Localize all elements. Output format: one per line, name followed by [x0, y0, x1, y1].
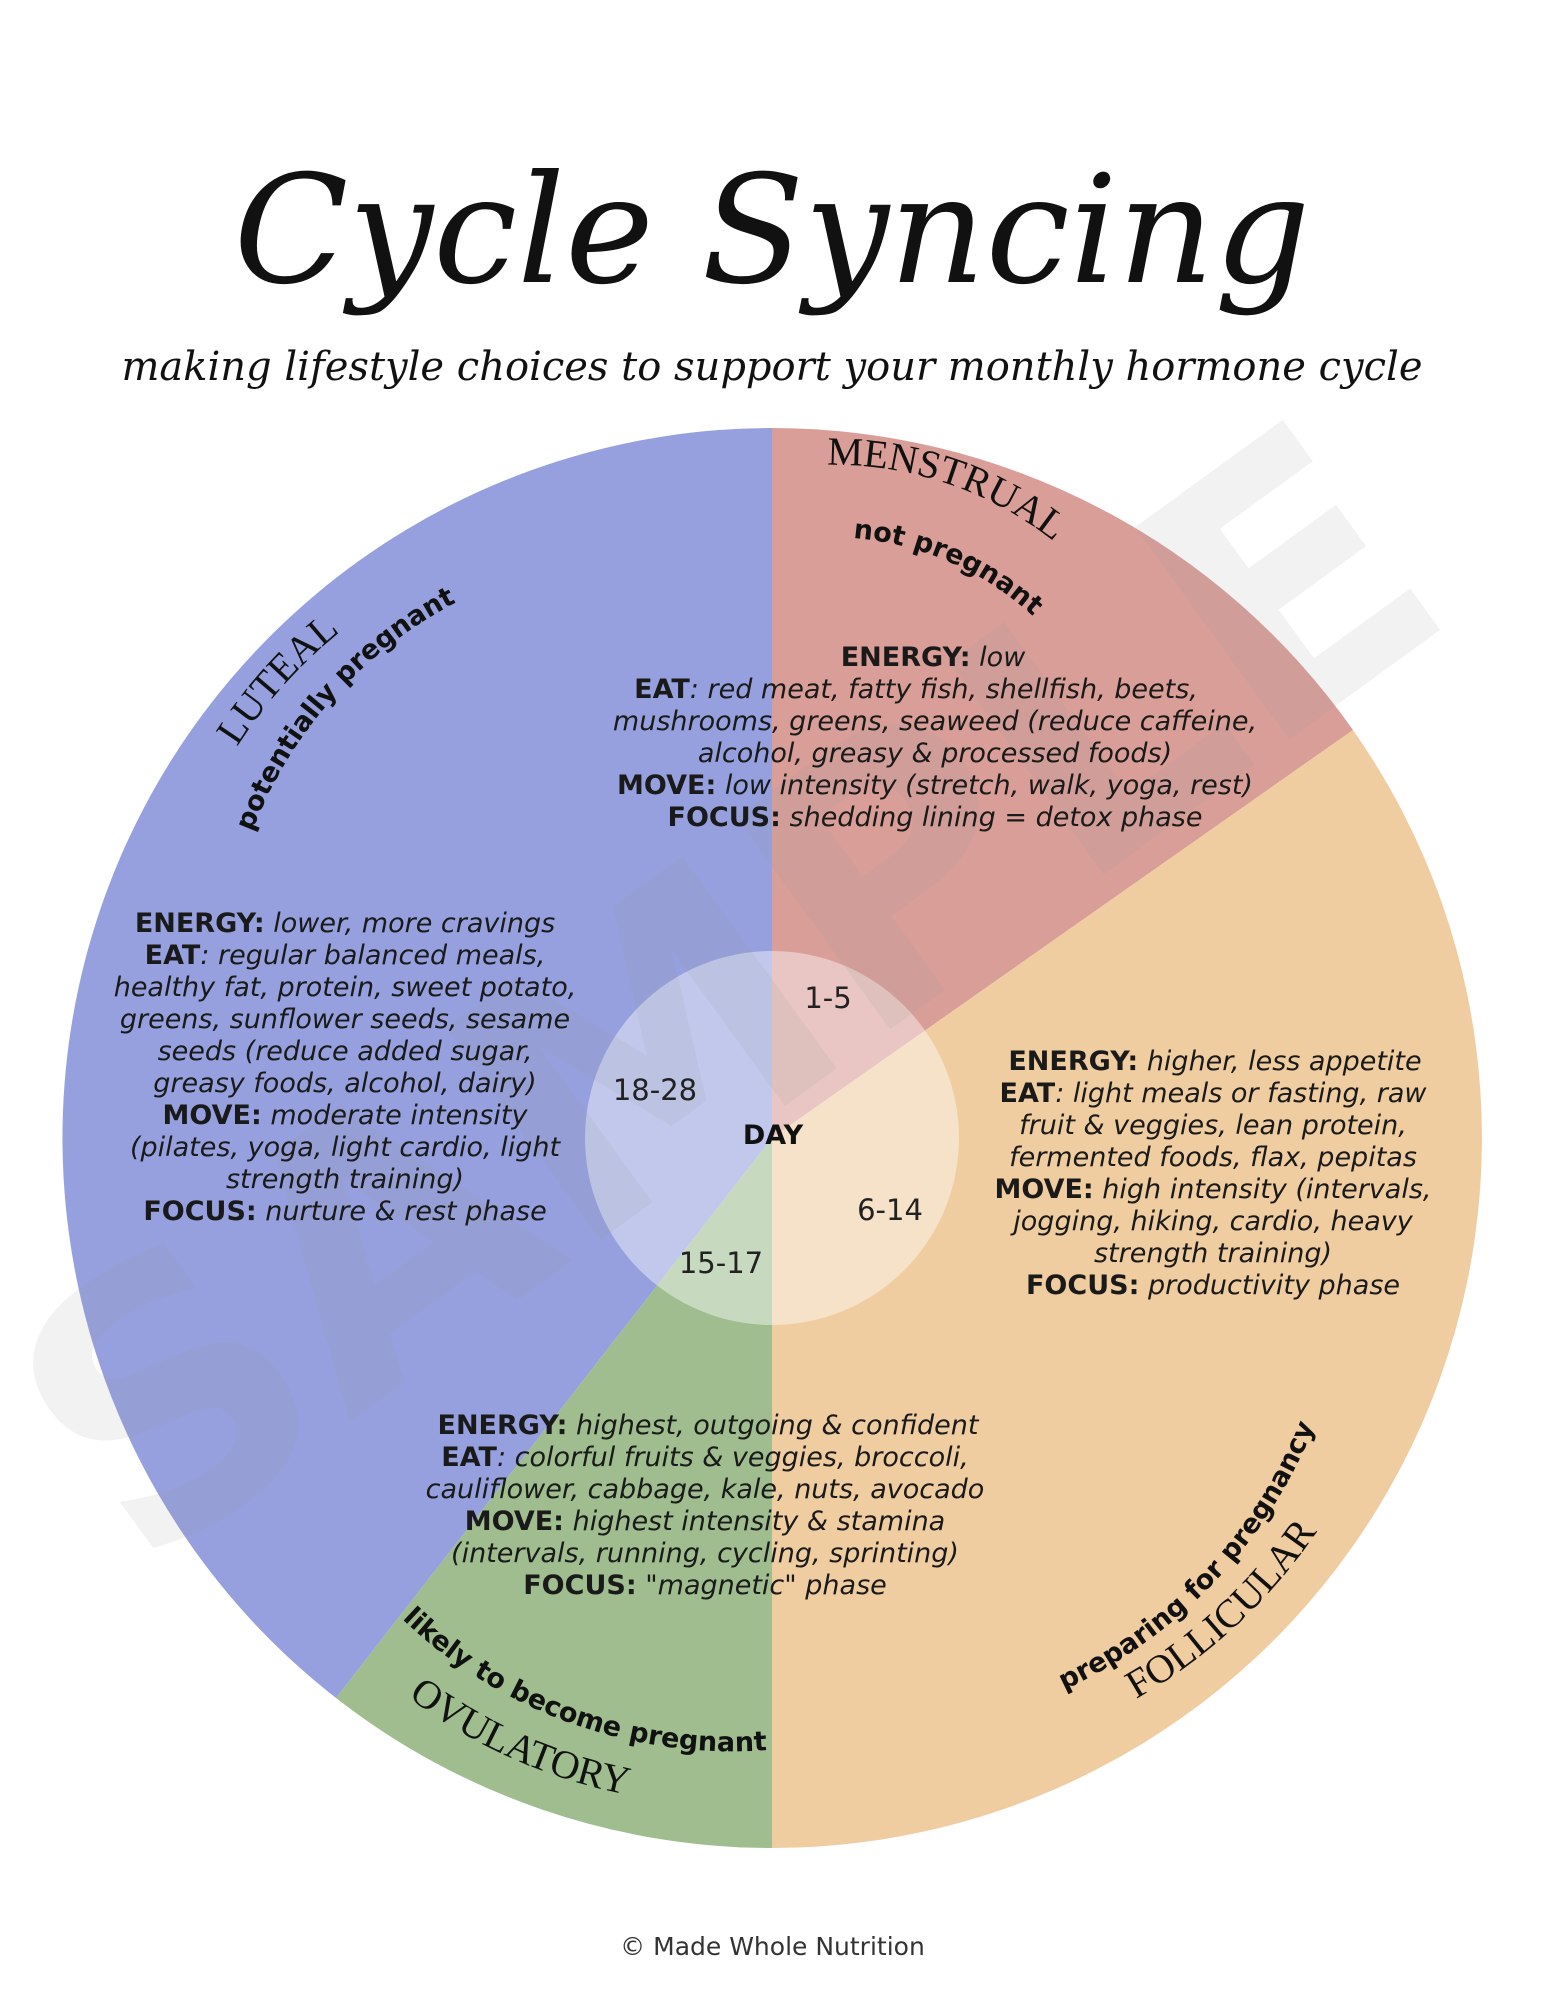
luteal-move-line-1: MOVE: moderate intensity [163, 1100, 529, 1131]
ovulatory-eat-line-2: cauliflower, cabbage, kale, nuts, avocad… [426, 1474, 985, 1505]
ovulatory-move-line-1: MOVE: highest intensity & stamina [465, 1506, 945, 1537]
luteal-segment [62, 428, 772, 1698]
energy-heading: ENERGY: [438, 1410, 568, 1441]
copyright-footer: © Made Whole Nutrition [620, 1932, 925, 1961]
menstrual-move-line: MOVE: low intensity (stretch, walk, yoga… [617, 770, 1253, 801]
focus-value: productivity phase [1147, 1270, 1400, 1301]
center-day-disc [585, 951, 959, 1325]
luteal-energy-line: ENERGY: lower, more cravings [135, 908, 555, 939]
energy-heading: ENERGY: [1008, 1046, 1138, 1077]
luteal-eat-line-4: seeds (reduce added sugar, [158, 1036, 533, 1067]
menstrual-days: 1-5 [804, 981, 851, 1015]
cycle-wheel [62, 428, 1482, 1848]
follicular-details: ENERGY: higher, less appetite EAT: light… [994, 1046, 1431, 1301]
center-day-label: DAY [743, 1120, 804, 1151]
follicular-segment [772, 730, 1482, 1848]
menstrual-eat-line-1: EAT: red meat, fatty fish, shellfish, be… [634, 674, 1198, 705]
follicular-energy-line: ENERGY: higher, less appetite [1008, 1046, 1421, 1077]
menstrual-focus-line: FOCUS: shedding lining = detox phase [668, 802, 1203, 833]
focus-heading: FOCUS: [143, 1196, 256, 1227]
energy-heading: ENERGY: [841, 642, 971, 673]
poster-title: Cycle Syncing [234, 144, 1311, 318]
menstrual-segment [772, 428, 1353, 1138]
move-value: highest intensity & stamina [573, 1506, 946, 1537]
ovulatory-details: ENERGY: highest, outgoing & confident EA… [426, 1410, 985, 1601]
follicular-move-line-2: jogging, hiking, cardio, heavy [1009, 1206, 1413, 1237]
luteal-move-line-3: strength training) [226, 1164, 464, 1195]
ovulatory-eat-line-1: EAT: colorful fruits & veggies, broccoli… [441, 1442, 968, 1473]
eat-heading: EAT [145, 940, 201, 971]
eat-value: : regular balanced meals, [200, 940, 545, 971]
follicular-eat-line-3: fermented foods, flax, pepitas [1009, 1142, 1417, 1173]
move-value: low intensity (stretch, walk, yoga, rest… [725, 770, 1253, 801]
menstrual-eat-line-2: mushrooms, greens, seaweed (reduce caffe… [613, 706, 1257, 737]
follicular-move-line-1: MOVE: high intensity (intervals, [994, 1174, 1431, 1205]
luteal-eat-line-2: healthy fat, protein, sweet potato, [114, 972, 577, 1003]
poster-subtitle: making lifestyle choices to support your… [121, 344, 1422, 390]
luteal-focus-line: FOCUS: nurture & rest phase [143, 1196, 546, 1227]
follicular-eat-line-2: fruit & veggies, lean protein, [1019, 1110, 1407, 1141]
luteal-days: 18-28 [613, 1073, 697, 1107]
eat-heading: EAT [634, 674, 690, 705]
follicular-eat-line-1: EAT: light meals or fasting, raw [1000, 1078, 1428, 1109]
menstrual-details: ENERGY: low EAT: red meat, fatty fish, s… [613, 642, 1257, 833]
energy-value: low [979, 642, 1026, 673]
luteal-eat-line-3: greens, sunflower seeds, sesame [120, 1004, 570, 1035]
focus-heading: FOCUS: [523, 1570, 636, 1601]
ovulatory-segment [336, 1138, 772, 1848]
energy-value: highest, outgoing & confident [576, 1410, 980, 1441]
eat-heading: EAT [441, 1442, 497, 1473]
ovulatory-focus-line: FOCUS: "magnetic" phase [523, 1570, 887, 1601]
move-heading: MOVE: [994, 1174, 1093, 1205]
move-value: high intensity (intervals, [1102, 1174, 1431, 1205]
ovulatory-move-line-2: (intervals, running, cycling, sprinting) [451, 1538, 959, 1569]
focus-heading: FOCUS: [668, 802, 781, 833]
energy-value: lower, more cravings [273, 908, 555, 939]
move-heading: MOVE: [465, 1506, 564, 1537]
luteal-eat-line-1: EAT: regular balanced meals, [145, 940, 546, 971]
menstrual-energy-line: ENERGY: low [841, 642, 1026, 673]
luteal-details: ENERGY: lower, more cravings EAT: regula… [114, 908, 577, 1227]
follicular-move-line-3: strength training) [1094, 1238, 1332, 1269]
energy-value: higher, less appetite [1147, 1046, 1422, 1077]
ovulatory-days: 15-17 [679, 1246, 763, 1280]
move-value: moderate intensity [270, 1100, 528, 1131]
menstrual-eat-line-3: alcohol, greasy & processed foods) [698, 738, 1172, 769]
ovulatory-energy-line: ENERGY: highest, outgoing & confident [438, 1410, 980, 1441]
follicular-days: 6-14 [857, 1193, 923, 1227]
focus-value: nurture & rest phase [265, 1196, 546, 1227]
focus-heading: FOCUS: [1026, 1270, 1139, 1301]
luteal-eat-line-5: greasy foods, alcohol, dairy) [153, 1068, 536, 1099]
focus-value: shedding lining = detox phase [790, 802, 1203, 833]
follicular-focus-line: FOCUS: productivity phase [1026, 1270, 1400, 1301]
eat-value: : red meat, fatty fish, shellfish, beets… [690, 674, 1198, 705]
focus-value: "magnetic" phase [645, 1570, 887, 1601]
eat-value: : colorful fruits & veggies, broccoli, [497, 1442, 969, 1473]
luteal-move-line-2: (pilates, yoga, light cardio, light [130, 1132, 561, 1163]
energy-heading: ENERGY: [135, 908, 265, 939]
move-heading: MOVE: [163, 1100, 262, 1131]
move-heading: MOVE: [617, 770, 716, 801]
eat-heading: EAT [1000, 1078, 1056, 1109]
eat-value: : light meals or fasting, raw [1055, 1078, 1427, 1109]
